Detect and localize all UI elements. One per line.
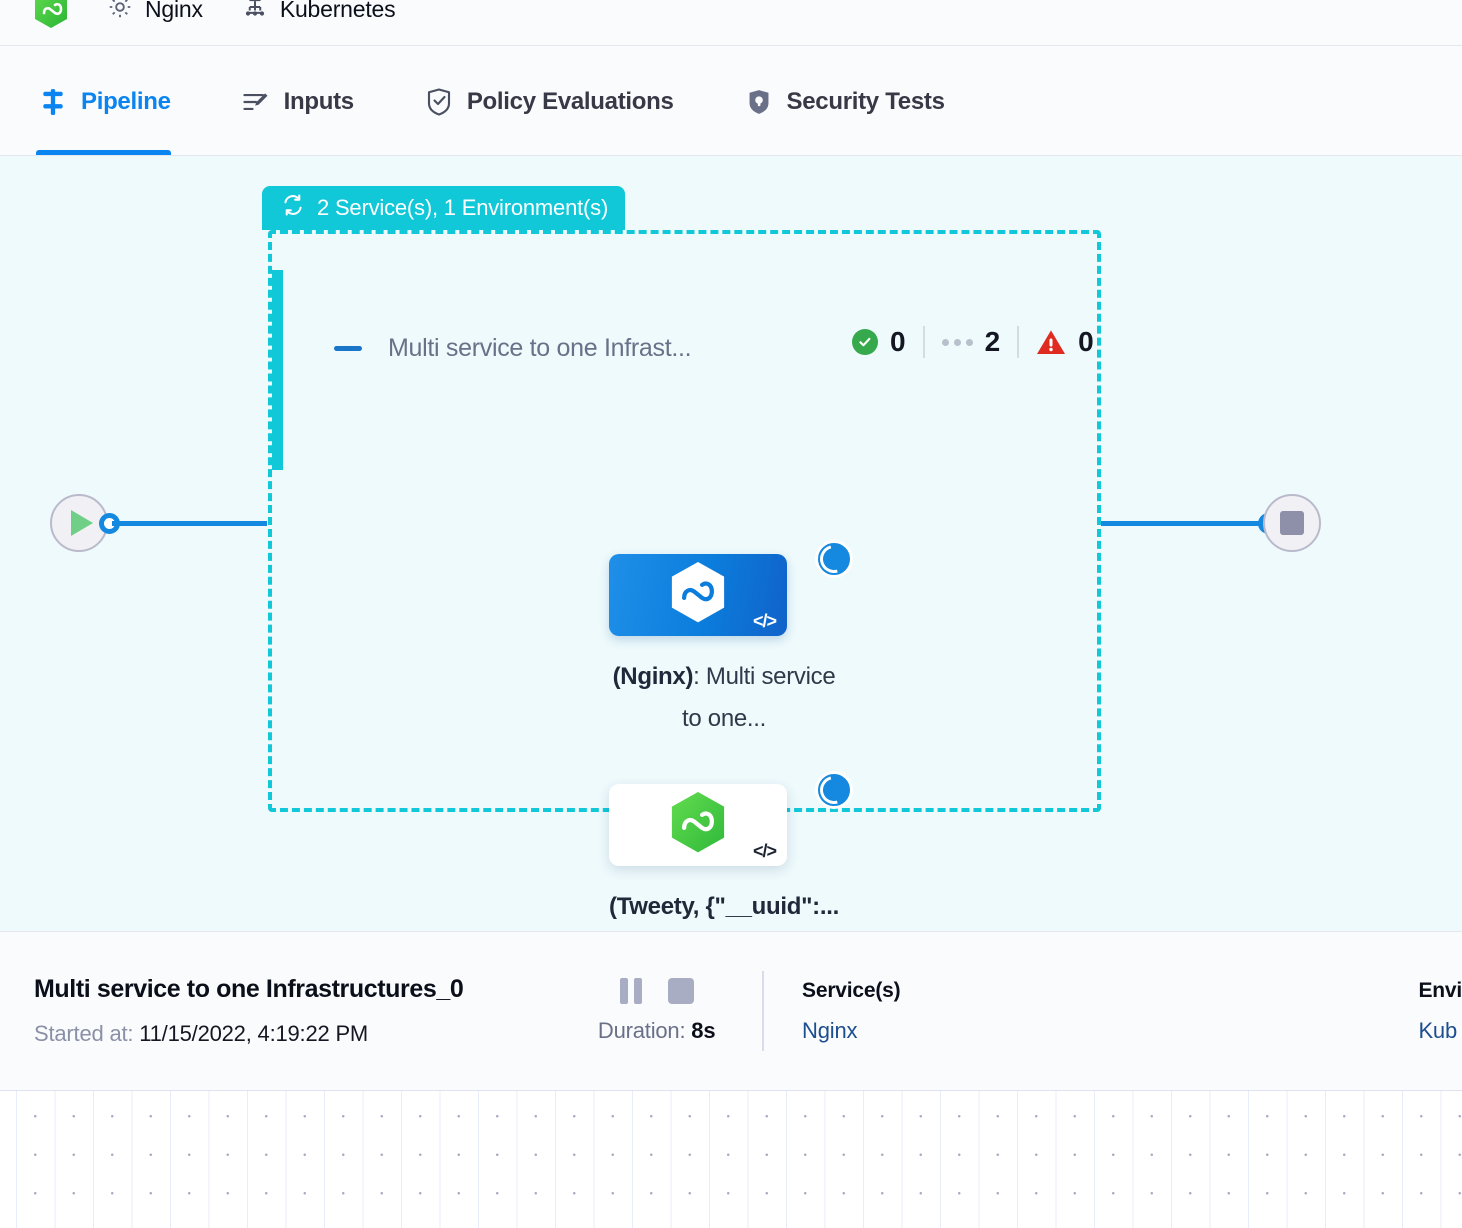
group-tab-label: 2 Service(s), 1 Environment(s) (317, 195, 609, 220)
spinner-running-icon (815, 540, 853, 578)
counter-pending: 2 (922, 326, 1018, 358)
service-label-bold: (Tweety, {"__uuid":... (609, 893, 839, 920)
service-label: (Nginx): Multi service to one... (609, 656, 839, 740)
counter-success: 0 (852, 326, 923, 358)
pipeline-icon (38, 87, 68, 117)
detail-summary: Multi service to one Infrastructures_0 S… (0, 975, 551, 1047)
check-circle-icon (852, 329, 878, 355)
tab-policy-evaluations[interactable]: Policy Evaluations (422, 49, 696, 155)
service-link-nginx[interactable]: Nginx (802, 1017, 858, 1043)
environments-column: Envi Kub (1380, 979, 1462, 1044)
tab-pipeline[interactable]: Pipeline (36, 49, 193, 155)
gear-icon (106, 0, 134, 26)
stop-icon (1280, 511, 1304, 535)
service-label-bold: (Nginx) (612, 663, 694, 690)
started-at: Started at: 11/15/2022, 4:19:22 PM (34, 1021, 551, 1047)
pipeline-canvas[interactable]: Multi service to one Infrast... 0 2 (0, 156, 1462, 931)
duration-label: Duration: (597, 1018, 686, 1043)
breadcrumb-item-kubernetes[interactable]: Kubernetes (241, 0, 396, 26)
tab-label-policy-evaluations: Policy Evaluations (466, 88, 674, 115)
group-left-accent-bar (272, 270, 283, 470)
tab-security-tests[interactable]: Security Tests (742, 49, 967, 155)
edge-start-to-group (112, 521, 267, 526)
divider (762, 971, 765, 1051)
execution-controls (551, 978, 762, 1004)
code-brackets-icon: </> (752, 841, 777, 861)
breadcrumb-item-nginx[interactable]: Nginx (106, 0, 203, 26)
stop-icon[interactable] (667, 978, 694, 1004)
service-label: (Tweety, {"__uuid":... (609, 886, 839, 928)
pause-icon[interactable] (619, 978, 642, 1004)
kubernetes-icon (241, 0, 269, 26)
edge-group-to-end (1100, 521, 1265, 526)
services-column: Service(s) Nginx (764, 978, 901, 1044)
inputs-icon (241, 87, 271, 117)
play-icon (70, 510, 93, 536)
minus-icon[interactable] (334, 346, 362, 351)
tab-bar: Pipeline Inputs Policy Evaluations (0, 46, 1462, 156)
breadcrumb-label-nginx: Nginx (145, 0, 203, 22)
counter-success-value: 0 (890, 326, 906, 357)
group-dashed-boundary: Multi service to one Infrast... 0 2 (268, 230, 1101, 920)
service-node-nginx[interactable]: </> (Nginx): Multi service to one... (609, 540, 853, 740)
duration-text: Duration: 8s (551, 1018, 762, 1044)
counter-error: 0 (1017, 326, 1111, 358)
loop-repeat-icon (280, 192, 306, 224)
group-title: Multi service to one Infrast... (388, 334, 692, 362)
environments-column-header: Envi (1418, 978, 1462, 1002)
pipeline-end-node[interactable] (1263, 494, 1321, 552)
breadcrumb-label-kubernetes: Kubernetes (279, 0, 396, 22)
shield-check-icon (424, 87, 454, 117)
service-card[interactable]: </> (609, 554, 787, 636)
started-at-label: Started at: (34, 1021, 134, 1046)
page-title: Multi service to one Infrastructures_0 (34, 975, 464, 1003)
hexagon-infinity-logo-green-icon (34, 0, 68, 29)
tab-label-security-tests: Security Tests (786, 88, 945, 115)
counter-error-value: 0 (1078, 326, 1094, 357)
breadcrumb: Nginx Kubernetes (0, 0, 1462, 46)
tab-label-pipeline: Pipeline (81, 88, 171, 115)
group-status-counters: 0 2 0 (852, 326, 1111, 358)
pending-dots-icon (941, 338, 973, 346)
pipeline-start-node[interactable] (50, 494, 108, 552)
shield-lock-icon (744, 87, 774, 117)
hexagon-infinity-logo-white-icon (670, 561, 726, 629)
execution-detail-panel: Multi service to one Infrastructures_0 S… (0, 931, 1462, 1091)
tab-inputs[interactable]: Inputs (239, 49, 376, 155)
code-brackets-icon: </> (752, 611, 777, 631)
started-at-value: 11/15/2022, 4:19:22 PM (139, 1021, 369, 1046)
hexagon-infinity-logo-green-icon (670, 791, 726, 859)
service-card[interactable]: </> (609, 784, 787, 866)
duration-value: 8s (691, 1018, 716, 1043)
counter-pending-value: 2 (984, 326, 1001, 357)
breadcrumb-logo[interactable] (34, 0, 68, 29)
environment-link-kubernetes[interactable]: Kub (1418, 1017, 1457, 1043)
spinner-running-icon (815, 771, 853, 809)
group-tab-badge[interactable]: 2 Service(s), 1 Environment(s) (262, 186, 626, 230)
canvas-dot-grid (0, 1091, 1462, 1228)
services-column-header: Service(s) (802, 978, 901, 1002)
warning-triangle-icon (1036, 329, 1066, 356)
service-label-rest: : Multi service to one... (681, 663, 836, 733)
service-node-tweety[interactable]: </> (Tweety, {"__uuid":... (609, 771, 853, 928)
group-header: Multi service to one Infrast... (334, 334, 692, 363)
duration-block: Duration: 8s (551, 978, 762, 1044)
tab-label-inputs: Inputs (283, 88, 355, 115)
